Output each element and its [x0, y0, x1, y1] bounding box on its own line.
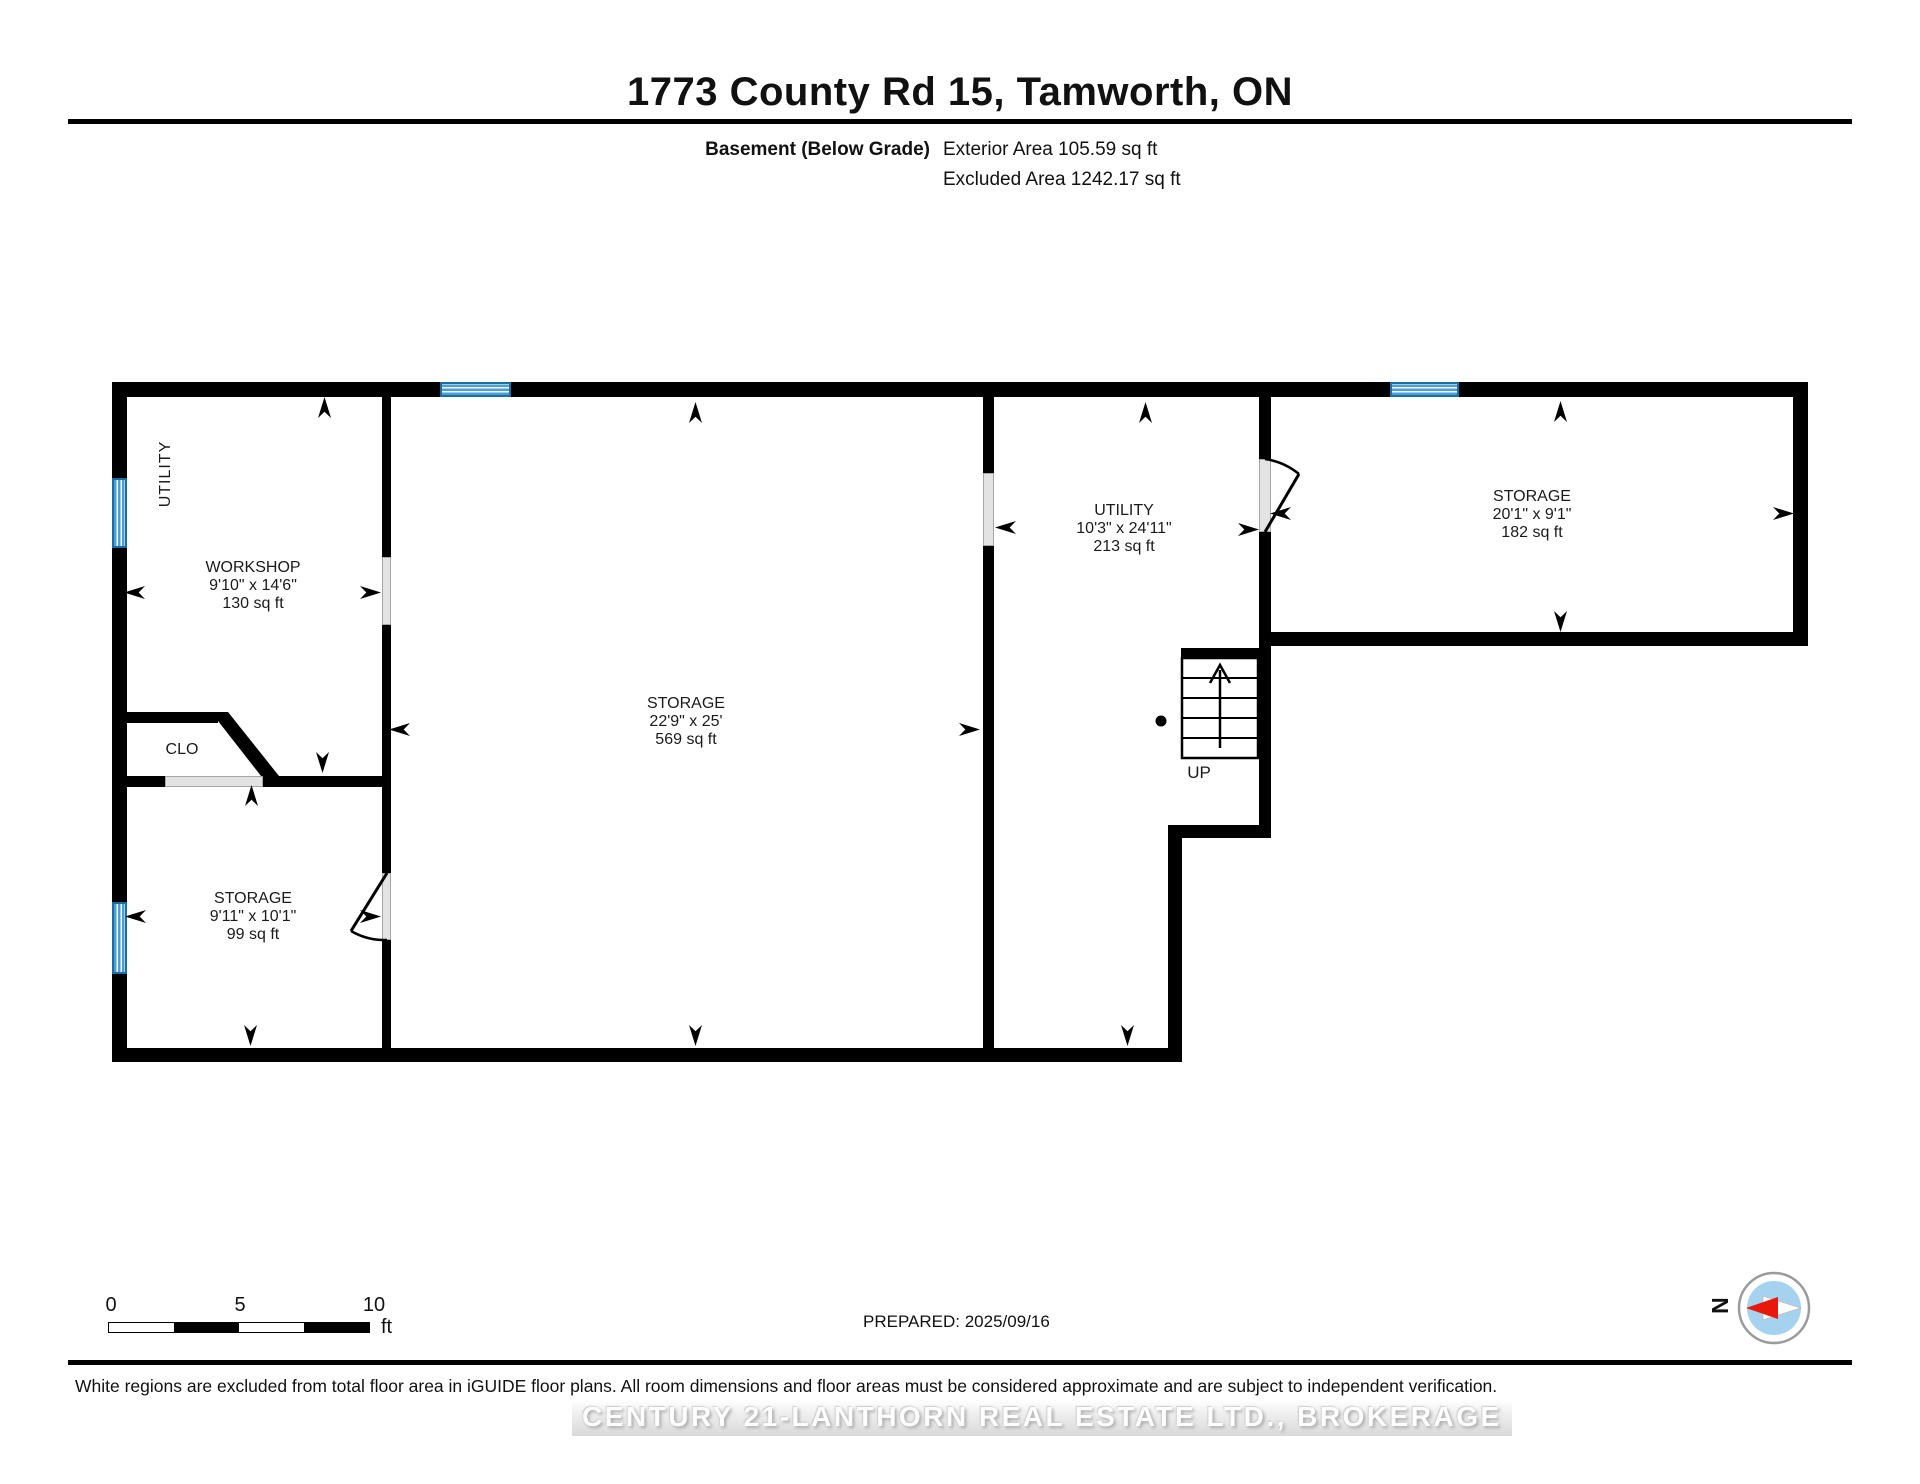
wall-stair-notch-v [1168, 838, 1182, 1062]
wall-closet-diagonal [211, 712, 279, 776]
room-label-storage-right: STORAGE 20'1" x 9'1" 182 sq ft [1492, 488, 1572, 541]
room-label-storage-small: STORAGE 9'11" x 10'1" 99 sq ft [209, 890, 297, 943]
wall-right [1793, 382, 1808, 646]
wall-closet-top [112, 712, 218, 723]
excluded-area: Excluded Area 1242.17 sq ft [943, 169, 1181, 190]
header-divider [68, 119, 1852, 124]
wall-storage-right-bottom [1267, 632, 1808, 646]
room-label-utility-nook: UTILITY [157, 440, 174, 508]
prepared-date: PREPARED: 2025/09/16 [863, 1312, 1050, 1331]
window-top-left [440, 382, 511, 397]
wall-storage-utility [983, 397, 994, 1048]
room-label-workshop: WORKSHOP 9'10" x 14'6" 130 sq ft [205, 559, 301, 612]
opening-workshop-door [382, 557, 391, 625]
room-label-utility-main: UTILITY 10'3" x 24'11" 213 sq ft [1076, 502, 1172, 555]
brokerage-watermark: CENTURY 21-LANTHORN REAL ESTATE LTD., BR… [572, 1400, 1512, 1436]
room-label-closet: CLO [165, 741, 199, 758]
wall-bottom [112, 1048, 1182, 1062]
scale-tick-10: 10 [362, 1294, 386, 1316]
wall-stairs-top [1181, 648, 1271, 658]
opening-closet [165, 776, 263, 787]
compass-north-label: N [1706, 1297, 1733, 1314]
wall-stair-notch-h [1168, 825, 1271, 838]
disclaimer-text: White regions are excluded from total fl… [75, 1376, 1498, 1396]
scale-unit: ft [381, 1316, 393, 1338]
window-top-right [1390, 382, 1459, 397]
exterior-area: Exterior Area 105.59 sq ft [943, 139, 1158, 160]
stairs-up-arrow-icon [1208, 662, 1232, 748]
window-left-upper [112, 478, 127, 548]
door-swing-utility-rightstorage [1263, 457, 1301, 533]
page-title: 1773 County Rd 15, Tamworth, ON [627, 70, 1293, 114]
scale-bar [108, 1322, 370, 1333]
room-label-storage-main: STORAGE 22'9" x 25' 569 sq ft [647, 695, 725, 748]
window-left-lower [112, 902, 127, 974]
stairs [1180, 656, 1260, 760]
scale-tick-0: 0 [105, 1294, 117, 1316]
wall-top [112, 382, 1808, 397]
floor-name: Basement (Below Grade) [705, 139, 930, 160]
scale-tick-5: 5 [234, 1294, 246, 1316]
door-swing-storage-small [349, 872, 389, 942]
footer-divider [68, 1360, 1852, 1365]
wall-workshop-divider [382, 397, 391, 1048]
compass-icon [1737, 1271, 1811, 1345]
reference-dot [1155, 715, 1167, 727]
stairs-up-label: UP [1187, 763, 1211, 782]
opening-storage-utility [983, 473, 994, 546]
